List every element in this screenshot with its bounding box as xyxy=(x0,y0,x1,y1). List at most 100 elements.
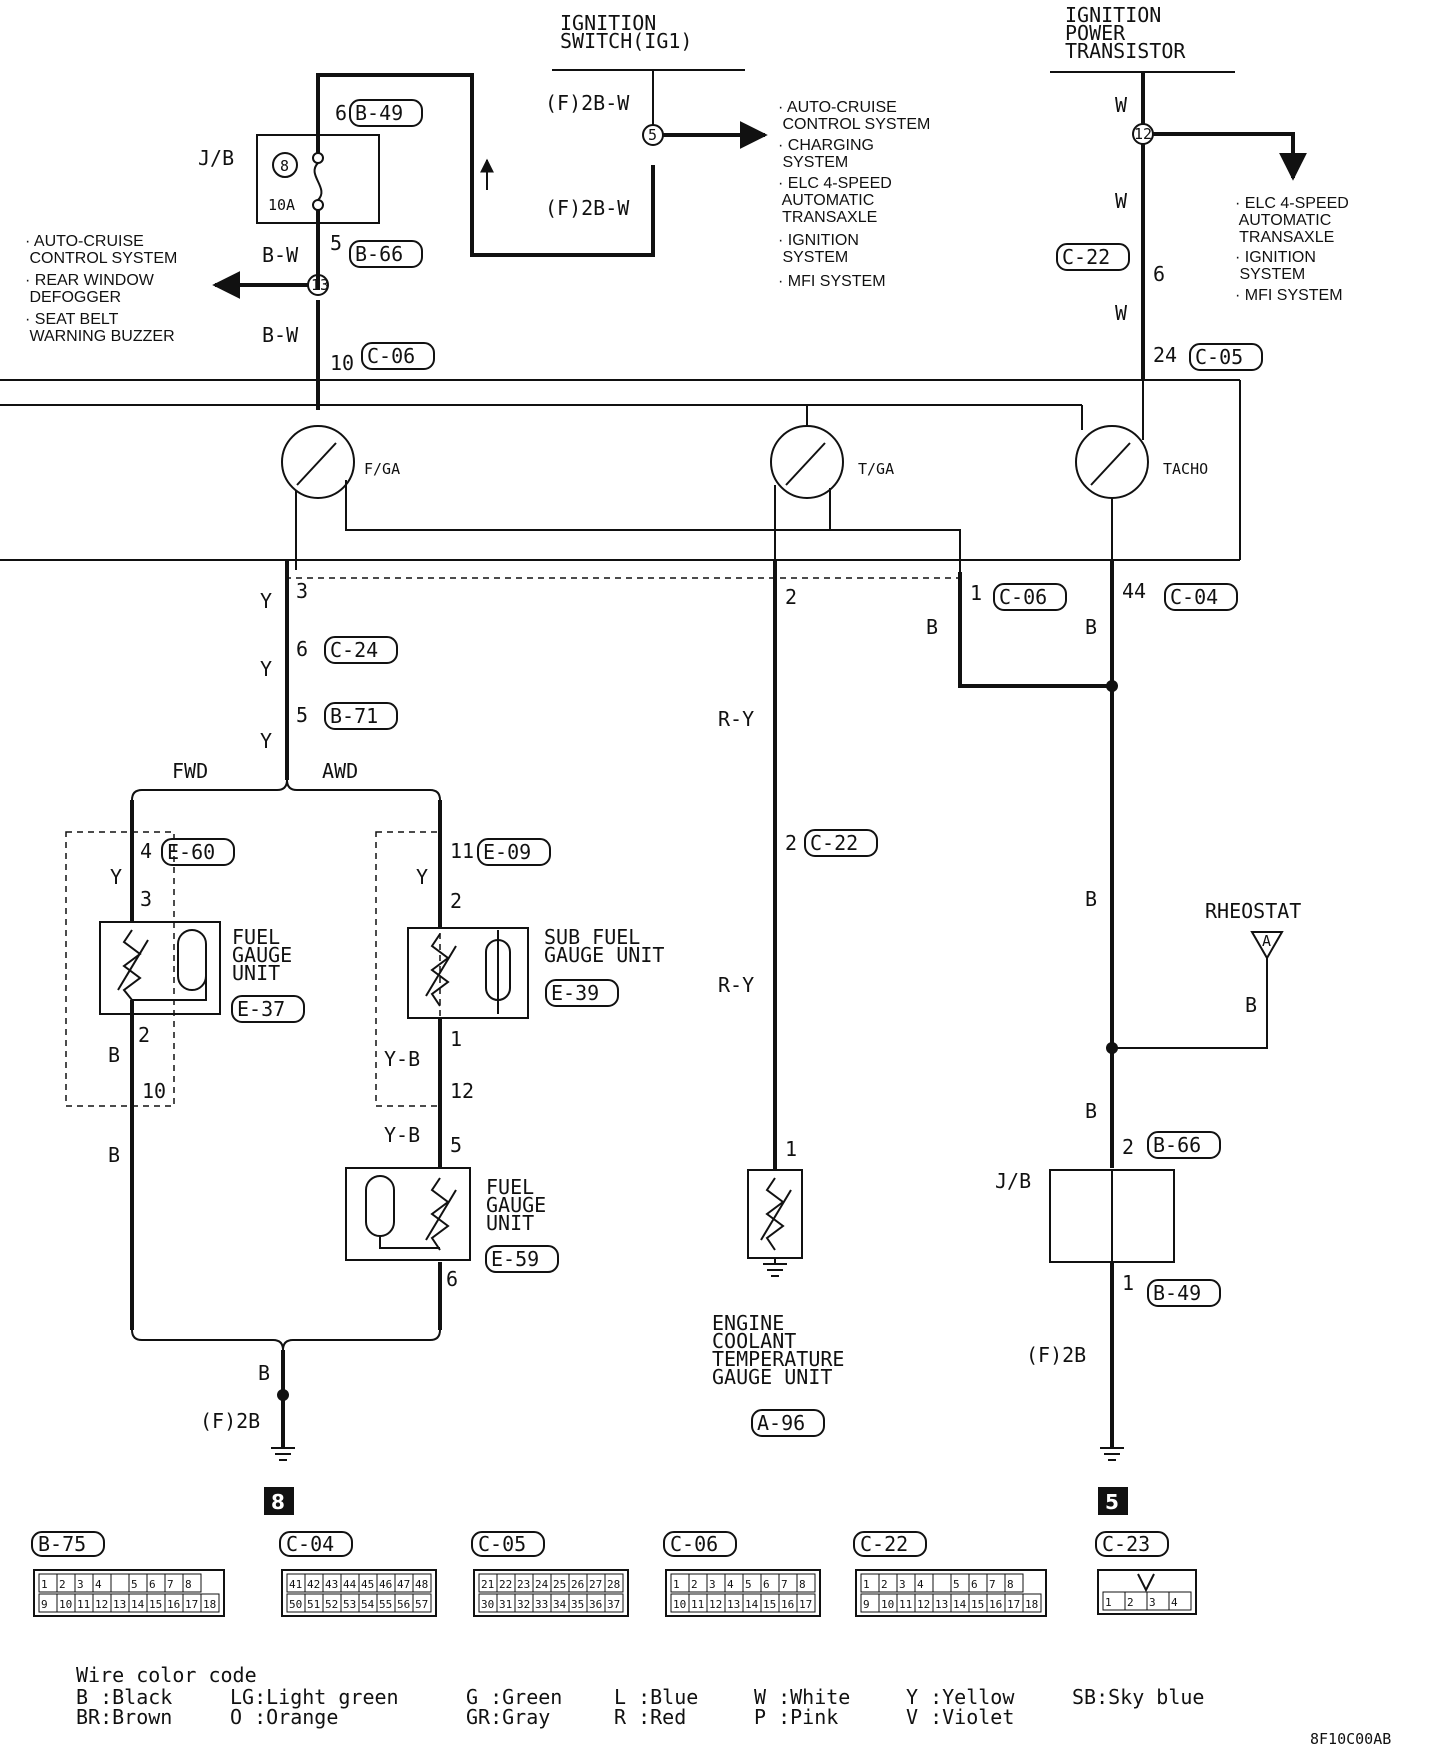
pin-2-sub: 2 xyxy=(450,889,462,913)
pin-1-b49: 1 xyxy=(1122,1271,1134,1295)
pin-number: 13 xyxy=(727,1598,740,1611)
wire-y-1: Y xyxy=(260,589,272,613)
pin-number: 15 xyxy=(971,1598,984,1611)
pin-5-b71: 5 xyxy=(296,703,308,727)
legend-entry: SB:Sky blue xyxy=(1072,1685,1204,1709)
pin-2-c22: 2 xyxy=(785,831,797,855)
conn-e39: E-39 xyxy=(551,981,599,1005)
tacho-label: TACHO xyxy=(1163,460,1208,478)
wires-top-left: 6 B-49 5 B-66 B-W B-W 13 10 C-06 xyxy=(212,73,655,410)
pin-number: 21 xyxy=(481,1578,494,1591)
wire-b-low: B xyxy=(1085,1099,1097,1123)
wire-b-tacho: B xyxy=(1085,615,1097,639)
pin-number: 24 xyxy=(535,1578,549,1591)
pin-number: 14 xyxy=(953,1598,967,1611)
legend-entry: O :Orange xyxy=(230,1705,338,1729)
left-branch-1: · AUTO-CRUISE CONTROL SYSTEM xyxy=(25,233,177,267)
pin-12: 12 xyxy=(450,1079,474,1103)
label-fwd: FWD xyxy=(172,759,208,783)
wire-bw-2: B-W xyxy=(262,323,299,347)
wire-w-3: W xyxy=(1115,301,1128,325)
figure-code: 8F10C00AB xyxy=(1310,1730,1391,1748)
ign-branch-4: · IGNITION SYSTEM xyxy=(778,232,859,266)
pin-number: 55 xyxy=(379,1598,392,1611)
wire-y-fwd: Y xyxy=(110,865,122,889)
pin-5-b66: 5 xyxy=(330,231,342,255)
legend-entry: G :Green xyxy=(466,1685,562,1709)
wire-w-1: W xyxy=(1115,93,1128,117)
legend-entry: P :Pink xyxy=(754,1705,838,1729)
pin-number: 3 xyxy=(77,1578,84,1591)
conn-b66-bot: B-66 xyxy=(1153,1133,1201,1157)
pin-number: 12 xyxy=(709,1598,722,1611)
wire-y-2: Y xyxy=(260,657,272,681)
conn-b71: B-71 xyxy=(330,704,378,728)
wire-f2b-left: (F)2B xyxy=(200,1409,260,1433)
pin-3-fgu: 3 xyxy=(140,887,152,911)
pin-number: 3 xyxy=(899,1578,906,1591)
pin-number: 1 xyxy=(863,1578,870,1591)
conn-e59: E-59 xyxy=(491,1247,539,1271)
pin-number: 42 xyxy=(307,1578,320,1591)
pin-number: 2 xyxy=(59,1578,66,1591)
pin-number: 37 xyxy=(607,1598,620,1611)
wire-w-2: W xyxy=(1115,189,1128,213)
fuse-number: 8 xyxy=(280,157,289,175)
legend-entry: W :White xyxy=(754,1685,850,1709)
pin-number: 4 xyxy=(917,1578,924,1591)
pin-number: 1 xyxy=(1105,1596,1112,1609)
pin-5-e59: 5 xyxy=(450,1133,462,1157)
junction-block-top: J/B 8 10A xyxy=(198,134,380,224)
pin-3: 3 xyxy=(296,579,308,603)
pin-number: 33 xyxy=(535,1598,548,1611)
pin-number: 5 xyxy=(745,1578,752,1591)
conn-b66-top: B-66 xyxy=(355,242,403,266)
pin-number: 41 xyxy=(289,1578,302,1591)
connector-view-label: B-75 xyxy=(38,1532,86,1556)
pin-number: 3 xyxy=(1149,1596,1156,1609)
wire-yb-2: Y-B xyxy=(384,1123,420,1147)
pin-number: 5 xyxy=(953,1578,960,1591)
pin-44-c04: 44 xyxy=(1122,579,1146,603)
wire-f2bw-2: (F)2B-W xyxy=(545,196,630,220)
wires-ground-right: 1 C-06 44 C-04 B B B RHEOSTAT A B B 2 B-… xyxy=(926,560,1301,1515)
pin-number: 22 xyxy=(499,1578,512,1591)
jb-bottom-label: J/B xyxy=(995,1169,1031,1193)
pin-4-e60: 4 xyxy=(140,839,152,863)
pin-1-sub: 1 xyxy=(450,1027,462,1051)
conn-a96: A-96 xyxy=(757,1411,805,1435)
legend-entry: BR:Brown xyxy=(76,1705,172,1729)
pin-2-tga: 2 xyxy=(785,585,797,609)
pin-number: 1 xyxy=(41,1578,48,1591)
connector-view-label: C-05 xyxy=(478,1532,526,1556)
pin-number: 36 xyxy=(589,1598,602,1611)
transistor-branch-3: · MFI SYSTEM xyxy=(1235,287,1343,304)
pin-number: 26 xyxy=(571,1578,584,1591)
pin-number: 6 xyxy=(149,1578,156,1591)
rheostat-mark: A xyxy=(1262,932,1271,950)
pin-number: 11 xyxy=(691,1598,704,1611)
legend-entry: B :Black xyxy=(76,1685,172,1709)
pin-number: 18 xyxy=(203,1598,216,1611)
left-branch-3: · SEAT BELT WARNING BUZZER xyxy=(25,311,175,345)
pin-number: 17 xyxy=(799,1598,812,1611)
pin-number: 30 xyxy=(481,1598,494,1611)
pin-number: 44 xyxy=(343,1578,357,1591)
conn-b49-bot: B-49 xyxy=(1153,1281,1201,1305)
pin-number: 16 xyxy=(167,1598,180,1611)
connector-view-label: C-23 xyxy=(1102,1532,1150,1556)
label-awd: AWD xyxy=(322,759,358,783)
pin-number: 7 xyxy=(167,1578,174,1591)
pin-number: 43 xyxy=(325,1578,338,1591)
pin-number: 2 xyxy=(881,1578,888,1591)
fuel-ground: B (F)2B 8 xyxy=(131,1329,441,1515)
pin-number: 16 xyxy=(989,1598,1002,1611)
conn-e09: E-09 xyxy=(483,840,531,864)
pin-number: 2 xyxy=(1127,1596,1134,1609)
